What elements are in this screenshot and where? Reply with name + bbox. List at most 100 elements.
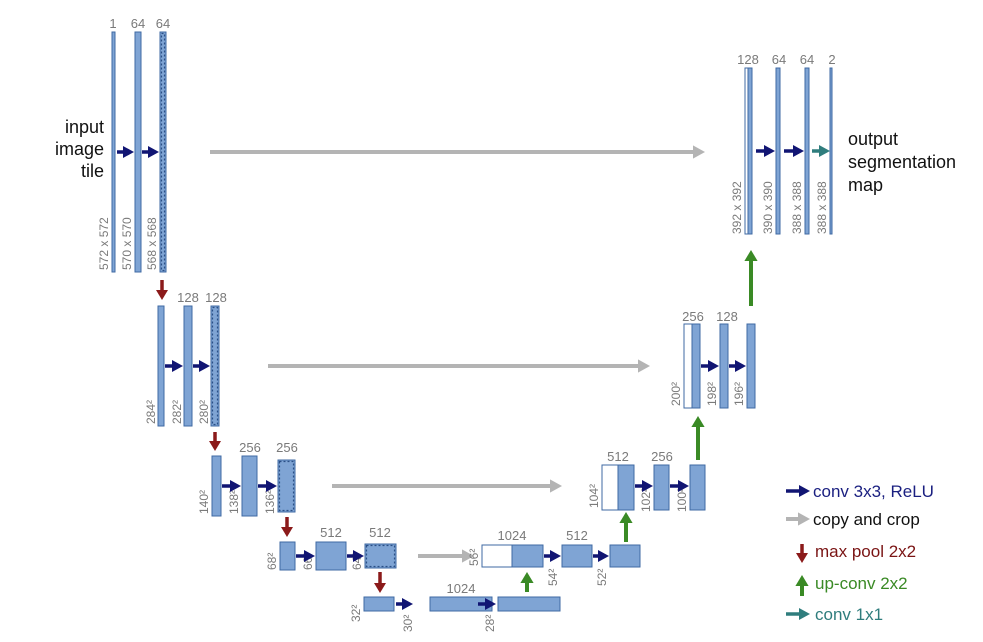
pool-arrow-l2-head <box>209 441 221 451</box>
level1-dec-upconv-size: 392 x 392 <box>730 181 744 234</box>
level1-dec-output-size: 388 x 388 <box>815 181 829 234</box>
level2-conv2-block-crop-outline <box>211 306 219 426</box>
output-label-line3: map <box>848 175 883 195</box>
copy-arrow-l4 <box>418 549 474 563</box>
level2-conv1-size: 282² <box>170 400 184 424</box>
level3-dec-upconv-size: 104² <box>587 484 601 508</box>
input-label-line3: tile <box>81 161 104 181</box>
level2-dec-concat-channels: 256 <box>682 309 704 324</box>
pool-arrow-l3 <box>281 517 293 537</box>
upconv-arrow-l4-head <box>619 512 633 523</box>
conv1x1-arrow-output <box>812 144 830 158</box>
upconv-arrow-l3 <box>691 416 705 460</box>
level4-conv2-channels: 512 <box>369 525 391 540</box>
conv-arrow-l3-a <box>222 479 241 493</box>
level1-conv2-block-crop-outline <box>160 32 166 272</box>
conv-arrow-l2-b <box>193 359 210 373</box>
level4-dec-conv2-block <box>609 544 641 568</box>
conv-arrow-l1-b-head <box>148 145 159 159</box>
level2-dec-upconv-block <box>691 323 701 409</box>
level4-conv2-block <box>364 543 397 569</box>
level1-dec-conv1-channels: 64 <box>772 52 786 67</box>
level1-conv2-block <box>159 31 167 273</box>
output-label-line1: output <box>848 129 898 149</box>
conv-arrow-l1-a-head <box>123 145 134 159</box>
conv-arrow-l1-dec-a <box>756 144 775 158</box>
level2-dec-conv1-block <box>719 323 729 409</box>
bottleneck-pool-size: 32² <box>349 605 363 622</box>
conv-arrow-l4-a <box>296 549 315 563</box>
level2-dec-copied-block <box>683 323 693 409</box>
conv-arrow-l3-dec-b <box>670 479 689 493</box>
level3-conv2-block-crop-outline <box>278 460 295 512</box>
conv-arrow-bottleneck-b <box>478 597 496 611</box>
level2-dec-conv1-channels: 128 <box>716 309 738 324</box>
bottleneck-pool-block <box>363 596 395 612</box>
conv-arrow-l2-dec-b <box>729 359 746 373</box>
level3-dec-copied-block <box>601 464 619 511</box>
level4-dec-copied-block <box>481 544 513 568</box>
conv-arrow-l2-b-head <box>199 359 210 373</box>
level2-conv1-block <box>183 305 193 427</box>
legend-upconv-label: up-conv 2x2 <box>815 574 908 593</box>
level4-dec-conv1-channels: 512 <box>566 528 588 543</box>
level1-dec-upconv-block <box>747 67 753 235</box>
level4-conv2-block-crop-outline <box>365 544 396 568</box>
level4-conv1-channels: 512 <box>320 525 342 540</box>
level2-dec-upconv-size: 200² <box>669 382 683 406</box>
level3-dec-conv1-block <box>653 464 670 511</box>
level1-dec-output-channels: 2 <box>828 52 835 67</box>
level1-conv1-channels: 64 <box>131 16 145 31</box>
level3-conv2-block <box>277 459 296 513</box>
conv-arrow-l4-dec-b-head <box>598 549 609 563</box>
level2-conv2-channels: 128 <box>205 290 227 305</box>
legend-copy-label: copy and crop <box>813 510 920 529</box>
upconv-arrow-l2-head <box>744 250 758 261</box>
level2-conv2-block <box>210 305 220 427</box>
level1-dec-conv1-size: 390 x 390 <box>761 181 775 234</box>
level4-pool-size: 68² <box>265 553 279 570</box>
level4-dec-conv2-size: 52² <box>595 569 609 586</box>
level3-pool-block <box>211 455 222 517</box>
legend-pool-icon <box>796 544 808 563</box>
legend-conv1-icon-head <box>799 607 810 621</box>
output-label-line2: segmentation <box>848 152 956 172</box>
input-label-line1: input <box>65 117 104 137</box>
pool-arrow-l4-head <box>374 583 386 593</box>
level1-dec-conv2-channels: 64 <box>800 52 814 67</box>
level2-dec-conv1-size: 198² <box>705 382 719 406</box>
level2-conv1-channels: 128 <box>177 290 199 305</box>
conv-arrow-l4-a-head <box>304 549 315 563</box>
conv-arrow-l1-a <box>117 145 134 159</box>
copy-arrow-l2-head <box>638 359 650 373</box>
conv-arrow-l2-a <box>165 359 183 373</box>
level3-dec-conv1-size: 102² <box>639 488 653 512</box>
pool-arrow-l1 <box>156 280 168 300</box>
copy-arrow-l1-head <box>693 145 705 159</box>
level1-conv2-channels: 64 <box>156 16 170 31</box>
copy-arrow-l3 <box>332 479 562 493</box>
level2-dec-conv2-size: 196² <box>732 382 746 406</box>
upconv-arrow-bottleneck <box>520 572 534 592</box>
conv-arrow-l3-dec-a-head <box>642 479 653 493</box>
level1-dec-conv2-size: 388 x 388 <box>790 181 804 234</box>
bottleneck-conv1-size: 30² <box>401 615 415 632</box>
conv-arrow-l3-a-head <box>230 479 241 493</box>
conv1x1-arrow-output-head <box>819 144 830 158</box>
conv-arrow-l3-dec-b-head <box>678 479 689 493</box>
level1-dec-output-block <box>829 67 833 235</box>
level4-dec-concat-channels: 1024 <box>498 528 527 543</box>
legend-upconv-icon-head <box>795 575 809 586</box>
conv-arrow-l1-b <box>142 145 159 159</box>
pool-arrow-l4 <box>374 572 386 593</box>
level1-dec-conv2-block <box>804 67 810 235</box>
upconv-arrow-l4 <box>619 512 633 542</box>
level1-conv1-size: 570 x 570 <box>120 217 134 270</box>
conv-arrow-bottleneck-b-head <box>485 597 496 611</box>
conv-arrow-l4-b-head <box>353 549 364 563</box>
copy-arrow-l2 <box>268 359 650 373</box>
level4-dec-upconv-size: 56² <box>467 549 481 566</box>
conv-arrow-l1-dec-b <box>784 144 804 158</box>
legend-pool-label: max pool 2x2 <box>815 542 916 561</box>
